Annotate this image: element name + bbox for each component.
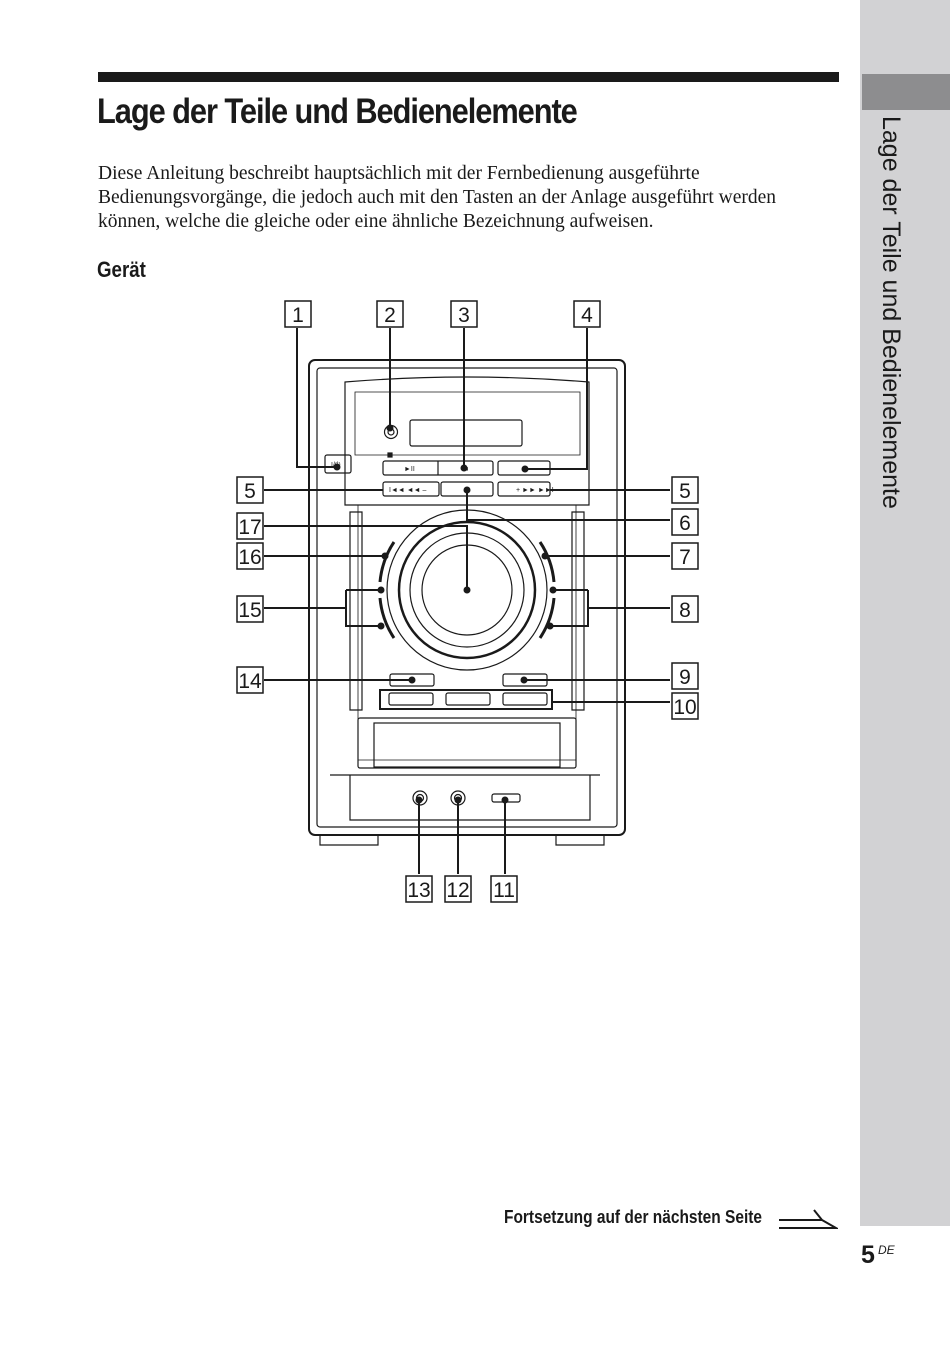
- continue-arrow-icon: [779, 1209, 838, 1229]
- intro-paragraph: Diese Anleitung beschreibt hauptsächlich…: [98, 163, 777, 232]
- sidebar-chapter-title: Lage der Teile und Bedienelemente: [877, 116, 905, 509]
- next-label: + ►► ►►I: [516, 487, 554, 494]
- callout-17: 17: [238, 516, 261, 539]
- callout-4: 4: [581, 304, 593, 327]
- callout-15: 15: [238, 599, 261, 622]
- callout-3: 3: [458, 304, 470, 327]
- section-title: Gerät: [97, 257, 146, 282]
- continue-note: Fortsetzung auf der nächsten Seite: [504, 1207, 763, 1227]
- page-number: 5: [861, 1241, 875, 1269]
- page-title: Lage der Teile und Bedienelemente: [97, 92, 578, 131]
- callout-9: 9: [679, 666, 691, 689]
- header-rule: [98, 72, 839, 82]
- callout-8: 8: [679, 599, 691, 622]
- callout-boxes: [236, 300, 699, 903]
- sidebar-tab-marker: [862, 74, 950, 110]
- prev-label: I◄◄ ◄◄ –: [389, 487, 427, 494]
- callout-12: 12: [446, 879, 469, 902]
- callout-16: 16: [238, 546, 261, 569]
- play-pause-label: ►II: [404, 466, 415, 473]
- callout-11: 11: [493, 879, 515, 902]
- callout-5-left: 5: [244, 480, 256, 503]
- callout-2: 2: [384, 304, 396, 327]
- device-diagram: I/⏻ ►II ■ I◄◄ ◄◄ – + ►► ►►I: [236, 300, 699, 903]
- callout-14: 14: [238, 670, 262, 693]
- callout-10: 10: [673, 696, 696, 719]
- callout-5-right: 5: [679, 480, 691, 503]
- sidebar-band: [860, 0, 950, 1226]
- callout-7: 7: [679, 546, 691, 569]
- callout-1: 1: [292, 304, 304, 327]
- leader-lines: [264, 328, 670, 874]
- device-body: [308, 359, 626, 846]
- callout-6: 6: [679, 512, 691, 535]
- leader-dots: [333, 424, 557, 804]
- callout-13: 13: [407, 879, 430, 902]
- page-suffix: DE: [878, 1243, 895, 1257]
